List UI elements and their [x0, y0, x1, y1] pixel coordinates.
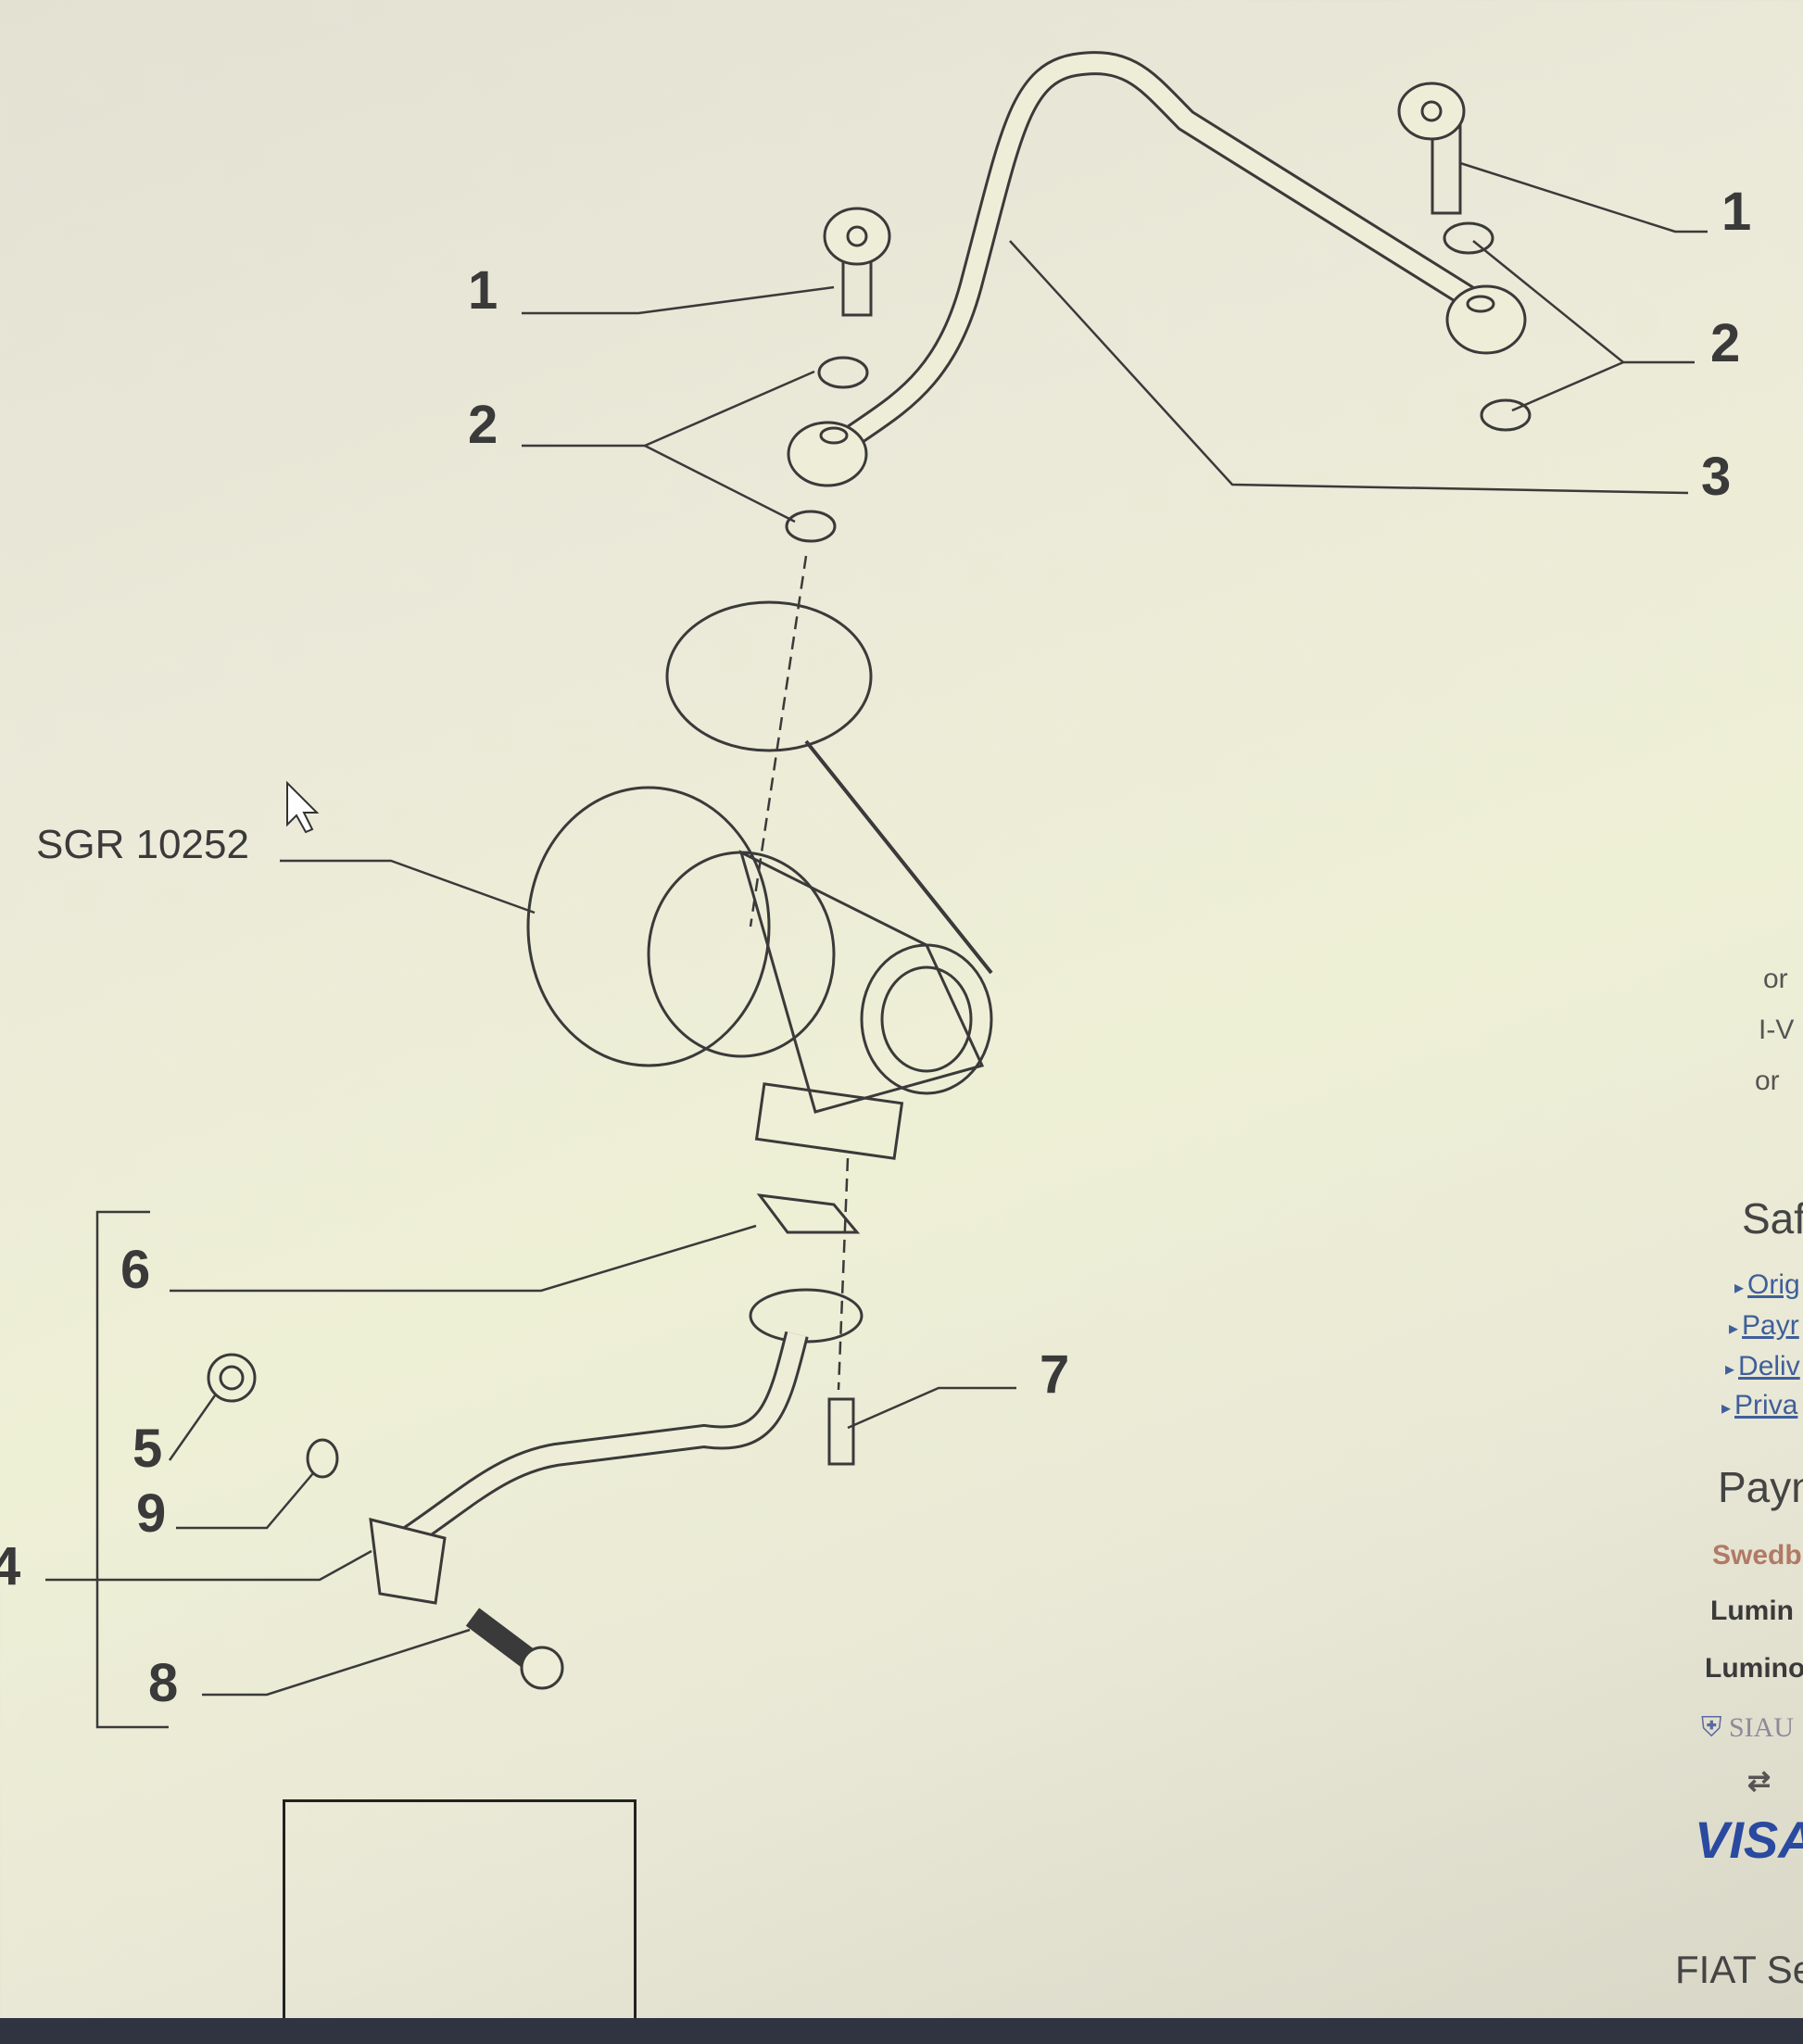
- banjo-bolts-and-washers: [785, 82, 1532, 543]
- payment-swedbank: Swedb: [1712, 1540, 1802, 1571]
- callout-1-right: 1: [1721, 182, 1752, 242]
- safety-heading: Saf: [1742, 1194, 1803, 1243]
- sidebar-fragment: I-V: [1759, 1015, 1795, 1045]
- callout-8: 8: [148, 1653, 179, 1713]
- bank-shield-icon: ⛨: [1701, 1712, 1729, 1743]
- sidebar-link-delivery[interactable]: Deliv: [1725, 1353, 1800, 1381]
- payment-siauliu: ⛨ SIAU: [1701, 1714, 1794, 1742]
- payment-transfer-icon: ⇄: [1747, 1766, 1771, 1797]
- payment-visa: VISA: [1695, 1811, 1803, 1869]
- callout-9: 9: [136, 1483, 167, 1544]
- oil-feed-pipe: [787, 51, 1527, 487]
- thumbnail-frame[interactable]: [283, 1799, 637, 2024]
- callout-6: 6: [120, 1240, 151, 1300]
- payment-siauliu-label: SIAU: [1729, 1712, 1795, 1743]
- payment-heading: Payn: [1718, 1463, 1803, 1511]
- callout-2-right: 2: [1710, 313, 1741, 373]
- callout-5: 5: [132, 1419, 163, 1479]
- callout-7: 7: [1040, 1344, 1070, 1405]
- payment-luminor: Lumin: [1710, 1596, 1794, 1626]
- sidebar-link-payment[interactable]: Payr: [1729, 1312, 1799, 1340]
- oil-return-pipe: [207, 1193, 864, 1690]
- sidebar-fragment: or: [1755, 1066, 1780, 1096]
- sidebar-link-origin[interactable]: Orig: [1734, 1271, 1800, 1299]
- mouse-cursor-icon: [286, 780, 320, 834]
- reference-code: SGR 10252: [36, 822, 249, 867]
- payment-luminor-2: Lumino: [1705, 1653, 1803, 1684]
- callout-2-left: 2: [468, 395, 498, 455]
- turbocharger: [526, 600, 993, 1160]
- callout-1-left: 1: [468, 260, 498, 321]
- bottom-bar: [0, 2018, 1803, 2044]
- leader-lines: [45, 161, 1708, 1729]
- footer-text: FIAT Se: [1675, 1948, 1803, 1991]
- callout-4: 4: [0, 1536, 21, 1596]
- callout-3: 3: [1701, 447, 1732, 507]
- sidebar-link-privacy[interactable]: Priva: [1721, 1392, 1797, 1419]
- sidebar-fragment: or: [1763, 964, 1788, 994]
